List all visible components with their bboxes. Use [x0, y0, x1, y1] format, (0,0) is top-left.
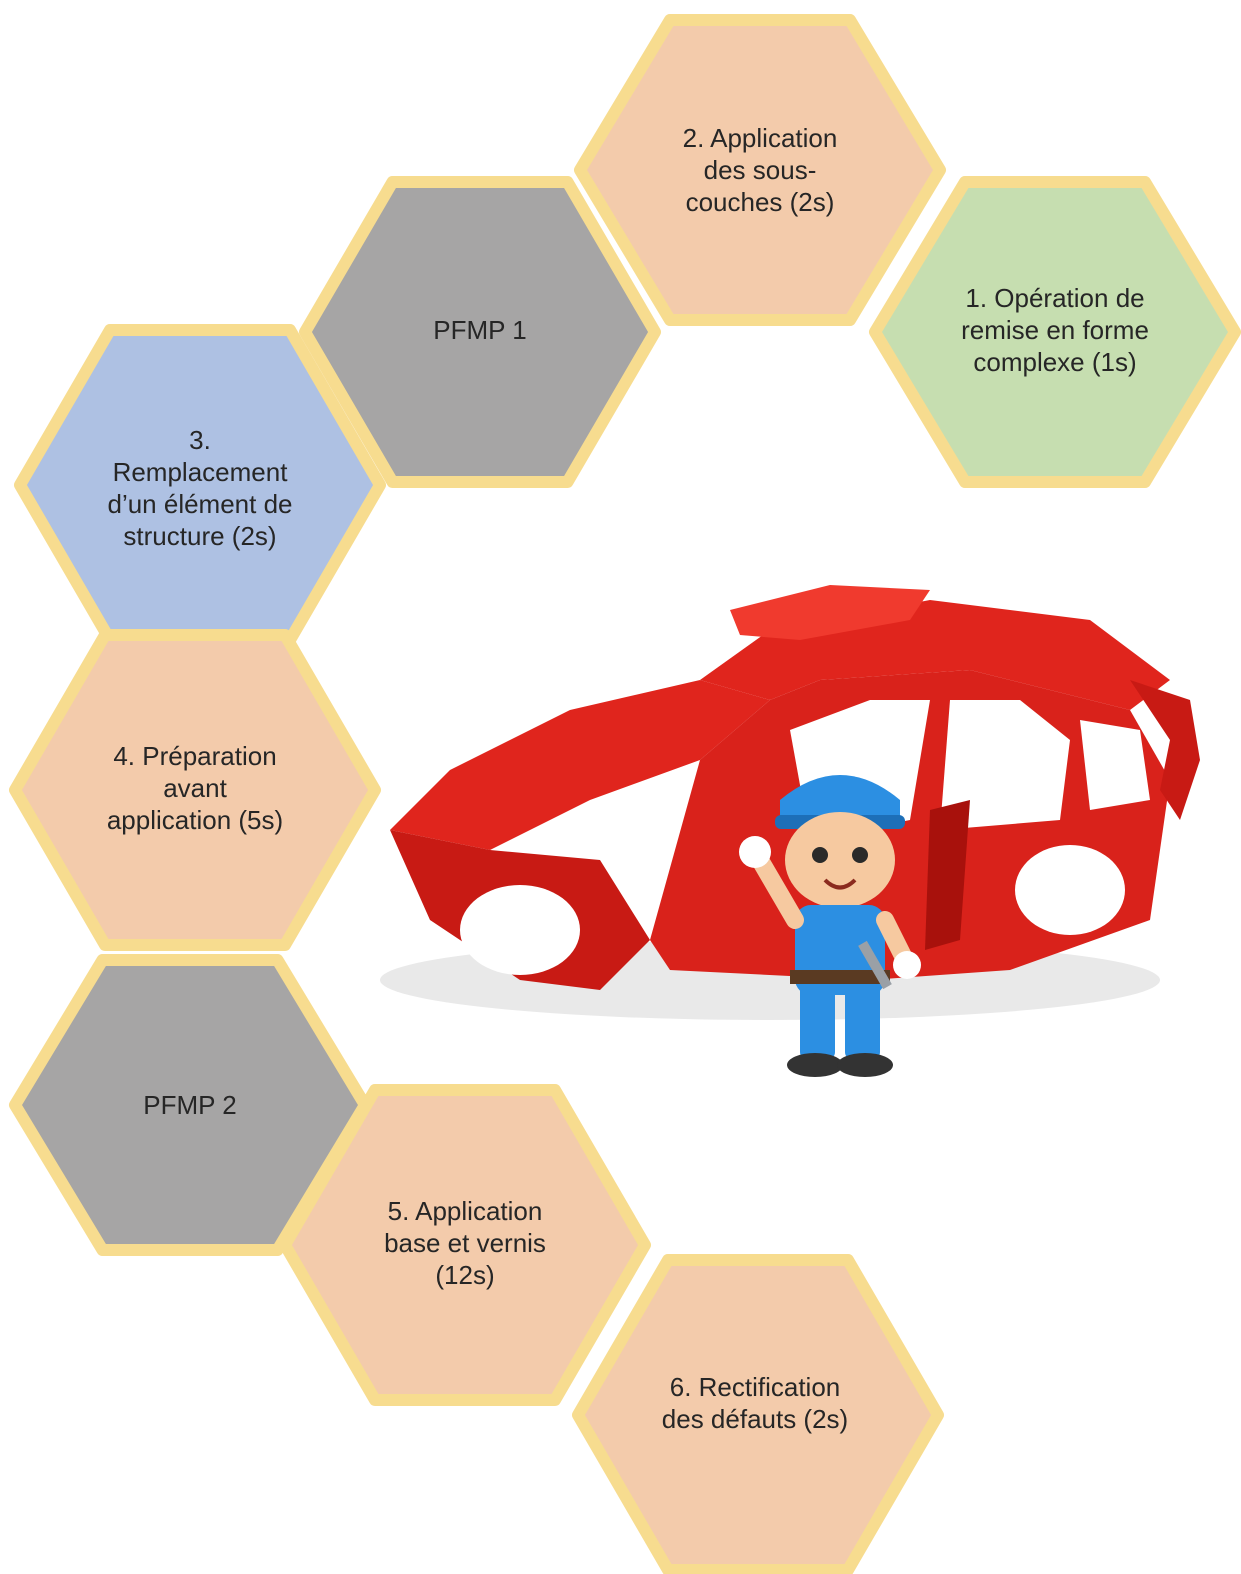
hex-step-2: [574, 14, 946, 326]
hex-pfmp-2: [9, 954, 371, 1256]
hex-step-1: [869, 176, 1241, 488]
hex-step-4: [9, 629, 381, 951]
hex-pfmp-1: [299, 176, 661, 488]
hex-step-6: [572, 1254, 944, 1574]
hex-step-5: [279, 1084, 651, 1406]
mechanic-figure: [739, 775, 921, 1077]
car-body-illustration: [380, 585, 1200, 1077]
